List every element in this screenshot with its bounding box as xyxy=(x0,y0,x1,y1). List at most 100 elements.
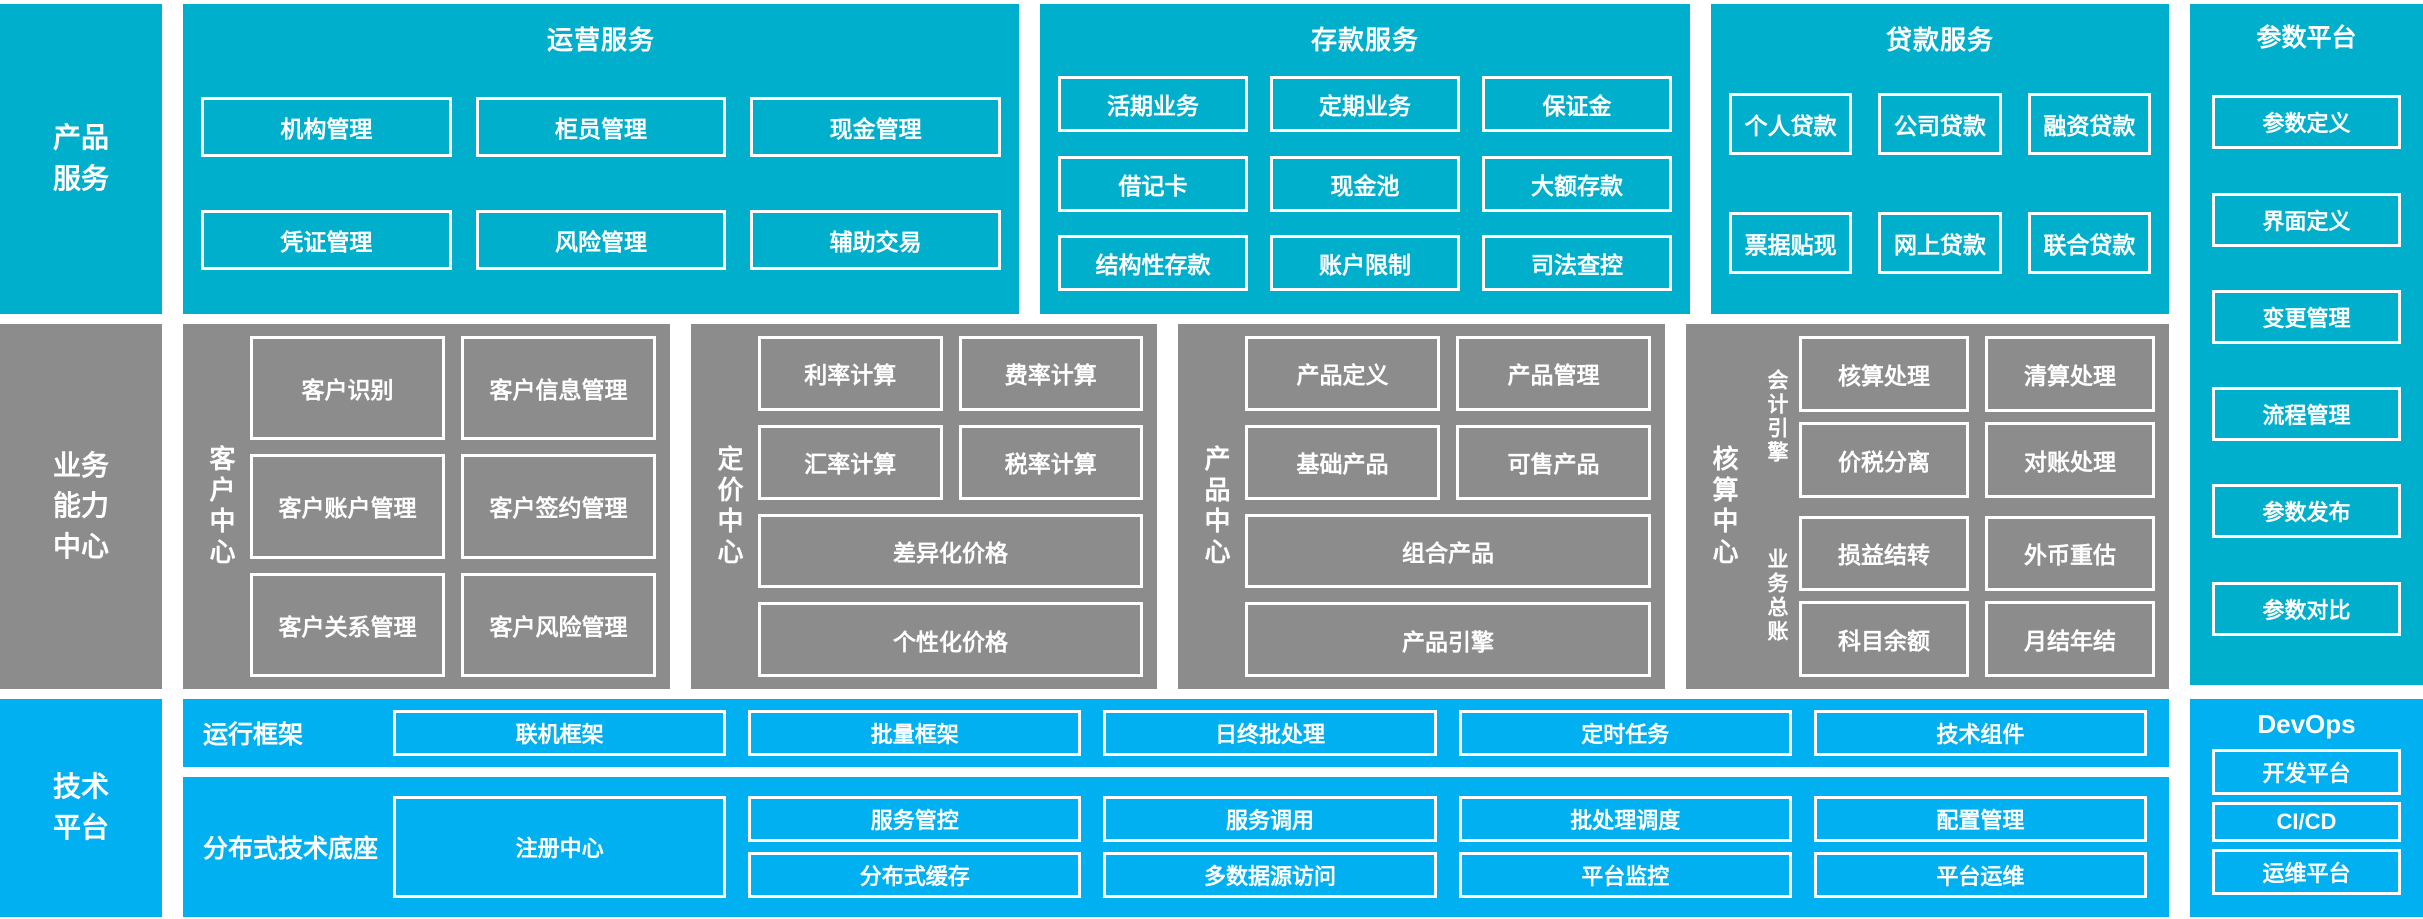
cell-base-product[interactable]: 基础产品 xyxy=(1245,424,1440,500)
cell-product-definition[interactable]: 产品定义 xyxy=(1245,336,1440,411)
cell-risk-management[interactable]: 风险管理 xyxy=(475,210,727,271)
subgroup-business-ledger: 业务总账 损益结转 外币重估 科目余额 月结年结 xyxy=(1753,515,2155,677)
panel-title-devops: DevOps xyxy=(2257,709,2356,739)
cell-multi-datasource-access[interactable]: 多数据源访问 xyxy=(1103,852,1437,898)
cell-syndicated-loan[interactable]: 联合贷款 xyxy=(2027,212,2151,275)
cell-accounting-processing[interactable]: 核算处理 xyxy=(1799,336,1969,412)
row-label-technology-platform: 技术平台 xyxy=(0,699,162,917)
row-label-business-capability: 业务能力中心 xyxy=(0,324,162,689)
cell-eod-batch-processing[interactable]: 日终批处理 xyxy=(1103,710,1437,756)
panel-product-center: 产品中心 产品定义 产品管理 基础产品 可售产品 组合产品 产品引擎 xyxy=(1178,324,1665,689)
cell-distributed-cache[interactable]: 分布式缓存 xyxy=(748,852,1082,898)
cell-customer-info-management[interactable]: 客户信息管理 xyxy=(461,336,656,441)
cell-customer-risk-management[interactable]: 客户风险管理 xyxy=(461,572,656,677)
row-distributed-base: 分布式技术底座 注册中心 服务管控 服务调用 批处理调度 配置管理 分布式缓存 … xyxy=(183,777,2169,917)
cell-platform-operations[interactable]: 平台运维 xyxy=(1813,852,2147,898)
cell-tax-rate-calculation[interactable]: 税率计算 xyxy=(958,424,1143,500)
cell-online-framework[interactable]: 联机框架 xyxy=(393,710,727,756)
label-run-framework: 运行框架 xyxy=(203,721,304,749)
cell-debit-card[interactable]: 借记卡 xyxy=(1058,155,1248,212)
cell-month-year-end-closing[interactable]: 月结年结 xyxy=(1985,601,2155,677)
cell-sellable-product[interactable]: 可售产品 xyxy=(1456,424,1651,500)
cell-configuration-management[interactable]: 配置管理 xyxy=(1813,796,2147,842)
cell-reconciliation-processing[interactable]: 对账处理 xyxy=(1985,421,2155,498)
cell-interest-rate-calculation[interactable]: 利率计算 xyxy=(758,336,943,411)
subgroup-accounting-engine: 会计引擎 核算处理 清算处理 价税分离 对账处理 xyxy=(1753,336,2155,498)
cell-customer-account-management[interactable]: 客户账户管理 xyxy=(250,454,445,559)
cell-differential-pricing[interactable]: 差异化价格 xyxy=(758,513,1143,589)
cell-product-engine[interactable]: 产品引擎 xyxy=(1245,602,1651,677)
panel-title-loan-service: 贷款服务 xyxy=(1885,25,1994,55)
cell-platform-monitoring[interactable]: 平台监控 xyxy=(1458,852,1792,898)
vlabel-pricing-center: 定价中心 xyxy=(714,444,744,569)
cell-auxiliary-transaction[interactable]: 辅助交易 xyxy=(750,210,1001,271)
cell-corporate-loan[interactable]: 公司贷款 xyxy=(1878,92,2002,155)
cell-composite-product[interactable]: 组合产品 xyxy=(1245,513,1651,589)
band-technology-platform: 技术平台 运行框架 联机框架 批量框架 日终批处理 定时任务 技术组件 分布式技… xyxy=(0,699,2423,917)
cell-customer-identification[interactable]: 客户识别 xyxy=(250,336,445,441)
cell-voucher-management[interactable]: 凭证管理 xyxy=(201,210,452,271)
cells-run-framework: 联机框架 批量框架 日终批处理 定时任务 技术组件 xyxy=(393,710,2147,756)
label-distributed-base: 分布式技术底座 xyxy=(203,835,379,863)
cells-distributed-base: 注册中心 服务管控 服务调用 批处理调度 配置管理 分布式缓存 多数据源访问 平… xyxy=(393,796,2147,898)
cell-settlement-processing[interactable]: 清算处理 xyxy=(1985,336,2155,412)
cell-service-invocation[interactable]: 服务调用 xyxy=(1103,796,1437,842)
cell-cash-pool[interactable]: 现金池 xyxy=(1270,155,1460,212)
row-label-product-service-text: 产品服务 xyxy=(52,122,109,194)
row-run-framework: 运行框架 联机框架 批量框架 日终批处理 定时任务 技术组件 xyxy=(183,699,2169,767)
cell-service-governance[interactable]: 服务管控 xyxy=(748,796,1082,842)
cell-exchange-rate-calculation[interactable]: 汇率计算 xyxy=(758,424,943,500)
cell-batch-scheduling[interactable]: 批处理调度 xyxy=(1458,796,1792,842)
panel-accounting-center: 核算中心 会计引擎 核算处理 清算处理 价税分离 对账处理 业务总账 xyxy=(1686,324,2169,689)
cell-change-management[interactable]: 变更管理 xyxy=(2212,289,2401,344)
cell-account-balance[interactable]: 科目余额 xyxy=(1799,601,1969,677)
cell-teller-management[interactable]: 柜员管理 xyxy=(475,96,727,157)
technology-body: 运行框架 联机框架 批量框架 日终批处理 定时任务 技术组件 分布式技术底座 注… xyxy=(183,699,2169,917)
cell-institution-management[interactable]: 机构管理 xyxy=(201,96,452,157)
grid-operations-service: 机构管理 柜员管理 现金管理 凭证管理 风险管理 辅助交易 xyxy=(201,69,1001,298)
cell-fee-rate-calculation[interactable]: 费率计算 xyxy=(958,336,1143,411)
cell-dev-platform[interactable]: 开发平台 xyxy=(2212,749,2401,795)
cell-large-deposit[interactable]: 大额存款 xyxy=(1482,155,1672,212)
vlabel-accounting-engine: 会计引擎 xyxy=(1765,368,1788,465)
cell-product-management[interactable]: 产品管理 xyxy=(1456,336,1651,411)
cell-profit-loss-carryover[interactable]: 损益结转 xyxy=(1799,515,1969,592)
cell-foreign-currency-revaluation[interactable]: 外币重估 xyxy=(1985,515,2155,592)
cell-online-loan[interactable]: 网上贷款 xyxy=(1878,212,2002,275)
cell-customer-contract-management[interactable]: 客户签约管理 xyxy=(461,454,656,559)
vlabel-product-center: 产品中心 xyxy=(1201,444,1231,569)
cell-structured-deposit[interactable]: 结构性存款 xyxy=(1058,234,1248,291)
cell-batch-framework[interactable]: 批量框架 xyxy=(748,710,1082,756)
panel-title-deposit-service: 存款服务 xyxy=(1310,25,1419,55)
cell-technical-component[interactable]: 技术组件 xyxy=(1813,710,2147,756)
cell-parameter-definition[interactable]: 参数定义 xyxy=(2212,95,2401,150)
business-capability-body: 客户中心 客户识别 客户信息管理 客户账户管理 客户签约管理 客户关系管理 客户… xyxy=(183,324,2423,689)
cell-ci-cd[interactable]: CI/CD xyxy=(2212,802,2401,842)
cell-account-restriction[interactable]: 账户限制 xyxy=(1270,234,1460,291)
cell-judicial-control[interactable]: 司法查控 xyxy=(1482,234,1672,291)
cell-personal-loan[interactable]: 个人贷款 xyxy=(1729,92,1853,155)
cell-ops-platform[interactable]: 运维平台 xyxy=(2212,849,2401,895)
cell-scheduled-task[interactable]: 定时任务 xyxy=(1458,710,1792,756)
cell-parameter-release[interactable]: 参数发布 xyxy=(2212,484,2401,539)
accounting-subgroups: 会计引擎 核算处理 清算处理 价税分离 对账处理 业务总账 损益结转 外币重估 xyxy=(1753,336,2155,677)
cell-demand-deposit[interactable]: 活期业务 xyxy=(1058,76,1248,133)
grid-loan-service: 个人贷款 公司贷款 融资贷款 票据贴现 网上贷款 联合贷款 xyxy=(1729,69,2151,298)
cell-interface-definition[interactable]: 界面定义 xyxy=(2212,192,2401,247)
cell-bill-discount[interactable]: 票据贴现 xyxy=(1729,212,1853,275)
cell-customer-relationship-management[interactable]: 客户关系管理 xyxy=(250,572,445,677)
cell-price-tax-separation[interactable]: 价税分离 xyxy=(1799,421,1969,498)
cell-time-deposit[interactable]: 定期业务 xyxy=(1270,76,1460,133)
cell-process-management[interactable]: 流程管理 xyxy=(2212,387,2401,442)
cell-financing-loan[interactable]: 融资贷款 xyxy=(2027,92,2151,155)
product-service-body: 运营服务 机构管理 柜员管理 现金管理 凭证管理 风险管理 辅助交易 存款服务 … xyxy=(183,4,2423,314)
cell-cash-management[interactable]: 现金管理 xyxy=(750,96,1001,157)
cell-personalized-pricing[interactable]: 个性化价格 xyxy=(758,602,1143,677)
cell-parameter-comparison[interactable]: 参数对比 xyxy=(2212,581,2401,636)
row-label-technology-platform-text: 技术平台 xyxy=(52,771,109,843)
band-product-service: 产品服务 运营服务 机构管理 柜员管理 现金管理 凭证管理 风险管理 辅助交易 … xyxy=(0,4,2423,314)
cell-margin-deposit[interactable]: 保证金 xyxy=(1482,76,1672,133)
cell-registry-center[interactable]: 注册中心 xyxy=(393,796,727,898)
vlabel-customer-center: 客户中心 xyxy=(206,444,236,569)
